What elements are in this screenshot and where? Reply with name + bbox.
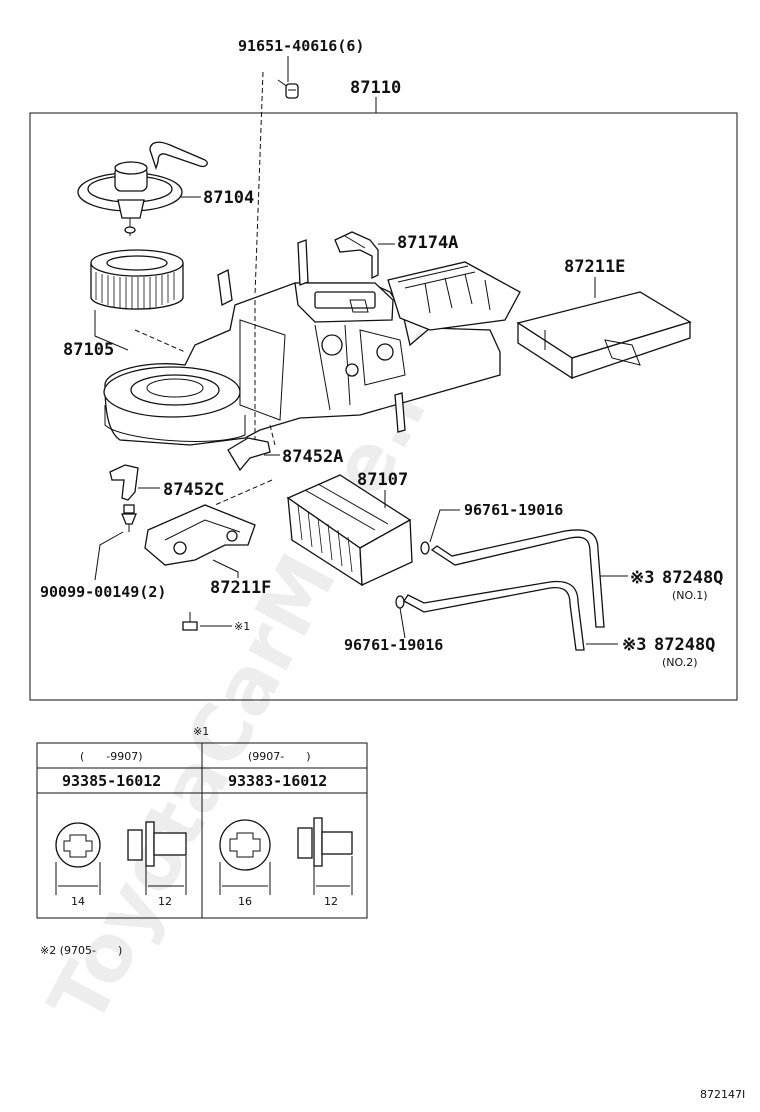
table-range-right: (9907- ) [248, 750, 311, 763]
hose-ref-2: ※3 [622, 635, 646, 655]
assembly-frame [29, 112, 738, 701]
bolt-table [36, 742, 368, 919]
heater-core-part [286, 474, 413, 587]
duct-211f-part [144, 504, 256, 566]
table-partno-right: 93383-16012 [228, 772, 327, 790]
clip-part [121, 504, 137, 532]
part-label-hose-2: 87248Q [654, 635, 715, 655]
part-label-duct-e: 87211E [564, 257, 625, 277]
dim-right-length: 12 [324, 895, 338, 908]
part-label-bracket-452c: 87452C [163, 480, 224, 500]
dim-left-head: 14 [71, 895, 85, 908]
part-label-bracket-a: 87174A [397, 233, 458, 253]
part-label-screw-top: 91651-40616(6) [238, 37, 364, 55]
table-partno-left: 93385-16012 [62, 772, 161, 790]
image-code: 872147I [700, 1088, 745, 1101]
table-ref-mark: ※1 [193, 725, 209, 738]
heater-hose-parts [403, 529, 605, 651]
blower-motor-part [77, 141, 208, 236]
bracket-452c-part [109, 464, 139, 501]
hose-1-sub-label: (NO.1) [672, 589, 708, 602]
screw-part [254, 71, 299, 296]
part-label-hose-1: 87248Q [662, 568, 723, 588]
duct-211e-part [516, 291, 692, 380]
part-label-fan: 87105 [63, 340, 114, 360]
footnote: ※2 (9705- ) [40, 944, 122, 957]
part-label-core: 87107 [357, 470, 408, 490]
bolt-ref-label: ※1 [234, 620, 250, 633]
upper-duct-part [387, 261, 521, 331]
dim-right-head: 16 [238, 895, 252, 908]
part-label-assembly: 87110 [350, 78, 401, 98]
table-range-left: ( -9907) [80, 750, 143, 763]
blower-fan-part [90, 249, 184, 310]
part-label-bracket-452a: 87452A [282, 447, 343, 467]
bolt-detail-right [219, 817, 353, 895]
part-label-oring-lower: 96761-19016 [344, 636, 443, 654]
bracket-452a-part [227, 437, 271, 472]
part-label-clip: 90099-00149(2) [40, 583, 166, 601]
hose-ref-1: ※3 [630, 568, 654, 588]
part-label-oring-upper: 96761-19016 [464, 501, 563, 519]
bolt-detail-left [55, 821, 187, 895]
o-ring-parts [395, 541, 430, 609]
heater-unit-housing [103, 239, 501, 446]
dim-left-length: 12 [158, 895, 172, 908]
part-label-duct-f: 87211F [210, 578, 271, 598]
part-label-motor: 87104 [203, 188, 254, 208]
bolt-part [182, 612, 198, 631]
bracket-174a-part [334, 231, 379, 280]
hose-2-sub-label: (NO.2) [662, 656, 698, 669]
